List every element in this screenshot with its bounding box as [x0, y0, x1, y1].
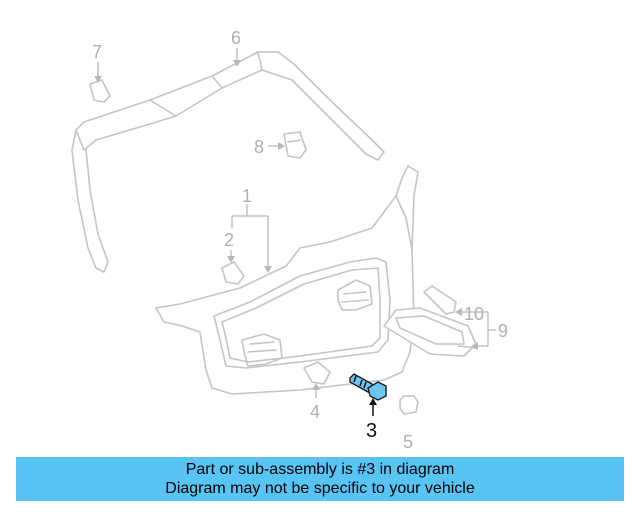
callout-6[interactable]: 6 — [231, 28, 241, 48]
part-10-bulb — [423, 285, 457, 315]
part-6-upper-garnish — [71, 51, 385, 273]
callout-8[interactable]: 8 — [254, 137, 264, 157]
callout-10[interactable]: 10 — [464, 304, 484, 324]
callout-8-leader — [268, 142, 285, 150]
callout-9-leader — [471, 312, 496, 350]
part-3-screw[interactable] — [349, 373, 387, 401]
callout-1[interactable]: 1 — [242, 186, 252, 206]
part-4-clip — [303, 361, 331, 385]
callout-1-leader — [231, 204, 272, 273]
callout-3-leader — [369, 398, 377, 416]
part-8-clip — [283, 131, 307, 159]
banner-line-disclaimer: Diagram may not be specific to your vehi… — [165, 480, 475, 497]
callout-3[interactable]: 3 — [366, 420, 377, 442]
callout-4[interactable]: 4 — [310, 402, 320, 422]
part-9-lamp — [383, 307, 477, 357]
part-2-clip — [221, 261, 245, 285]
parts-diagram: 7 6 8 1 2 — [71, 28, 508, 452]
part-5-cap — [399, 395, 419, 415]
callout-10-leader — [455, 308, 488, 316]
callout-4-leader — [312, 383, 320, 398]
callout-2[interactable]: 2 — [224, 230, 234, 250]
callout-7-leader — [94, 62, 102, 83]
info-banner: Part or sub-assembly is #3 in diagram Di… — [16, 457, 624, 501]
callout-6-leader — [233, 48, 241, 67]
part-1-trim-panel — [155, 165, 419, 395]
callout-5[interactable]: 5 — [403, 432, 413, 452]
callout-9[interactable]: 9 — [498, 321, 508, 341]
callout-7[interactable]: 7 — [92, 42, 102, 62]
part-7-clip — [89, 79, 111, 103]
callout-2-leader — [227, 250, 235, 263]
banner-line-part-number: Part or sub-assembly is #3 in diagram — [185, 461, 455, 478]
